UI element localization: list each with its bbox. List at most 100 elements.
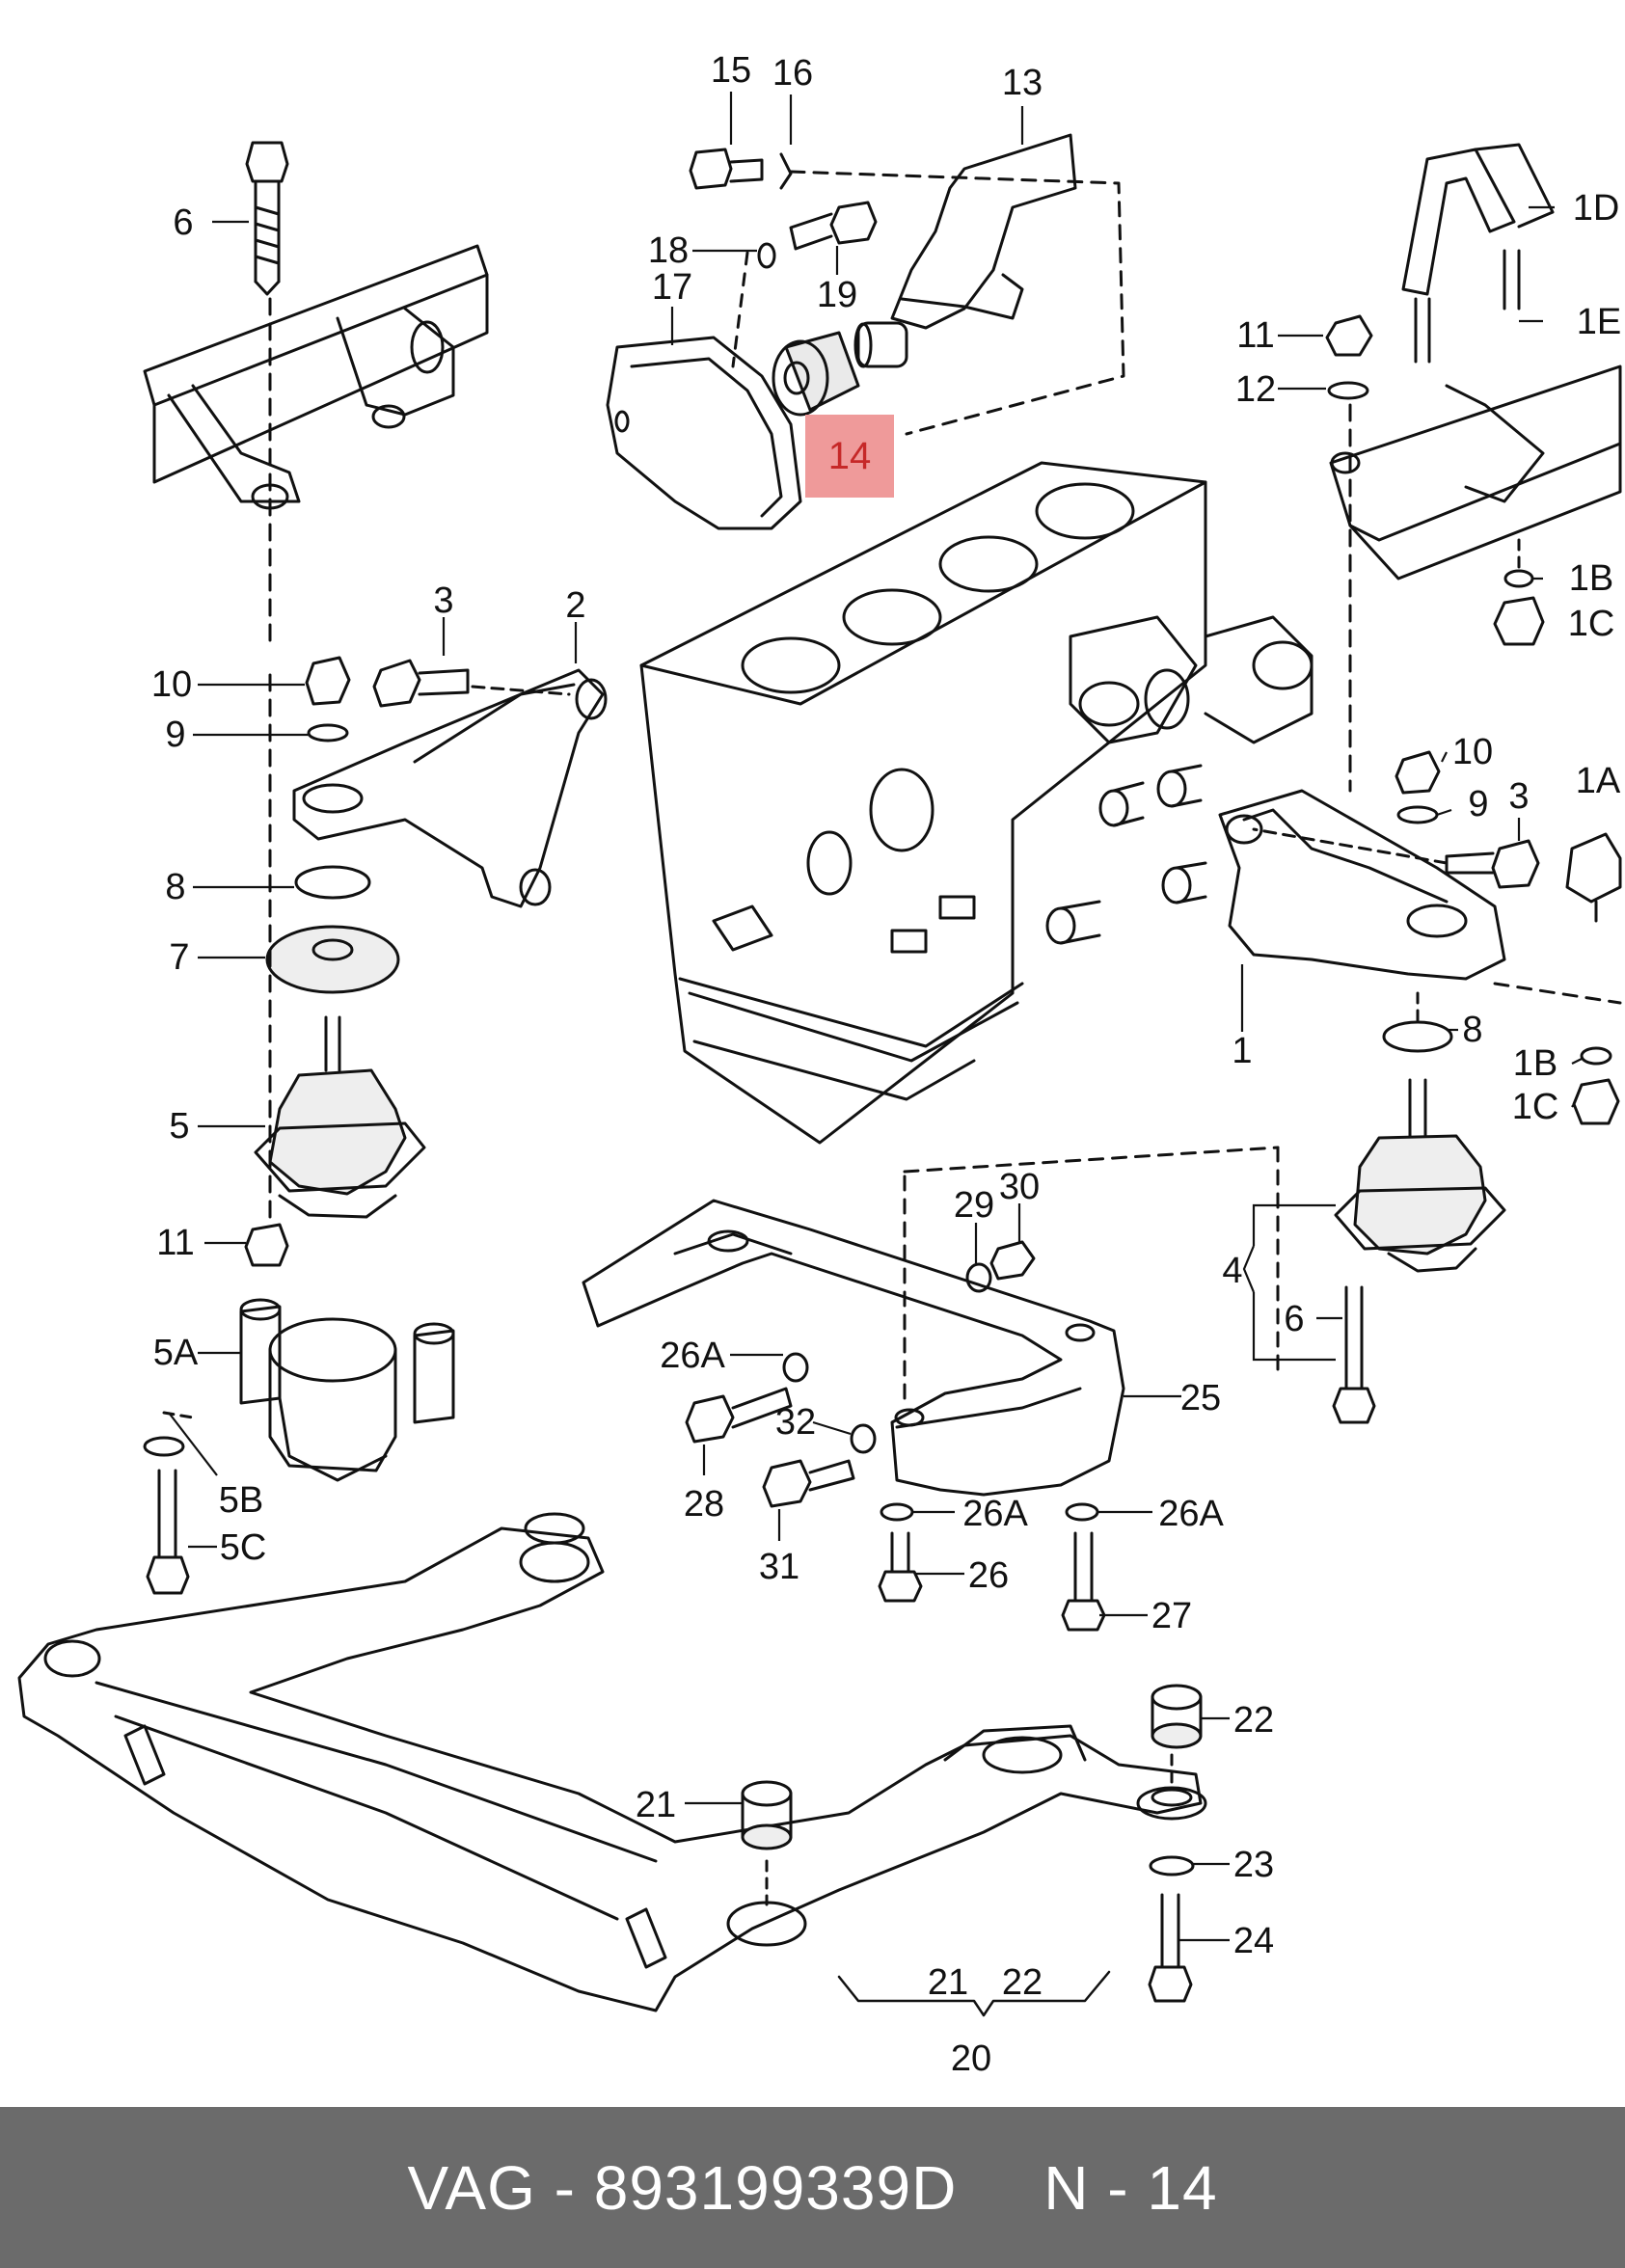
bolt-6-top xyxy=(245,141,289,296)
callout-label-16: 16 xyxy=(772,53,813,94)
callout-label-10: 10 xyxy=(151,664,192,705)
callout-label-26a: 26A xyxy=(1158,1494,1224,1534)
callout-label-31: 31 xyxy=(759,1547,799,1587)
highlight-label-14: 14 xyxy=(828,435,872,477)
washer-9-right xyxy=(1396,805,1439,824)
clip-16 xyxy=(779,152,793,190)
nut-11-left xyxy=(244,1223,289,1267)
callout-label-6: 6 xyxy=(173,202,193,243)
nut-10-left xyxy=(305,656,351,706)
bolt-28 xyxy=(685,1387,793,1444)
part-info-footer: VAG - 893199339D N - 14 xyxy=(0,2107,1625,2268)
callout-label-15: 15 xyxy=(711,50,751,91)
washer-26A-upper xyxy=(782,1352,809,1383)
callout-label-18: 18 xyxy=(648,230,689,271)
callout-leader-lines xyxy=(168,92,1583,1942)
bushing-21 xyxy=(741,1780,793,1850)
callout-label-5b: 5B xyxy=(219,1480,263,1521)
engine-parts-linework xyxy=(17,133,1622,2017)
bolt-3-right xyxy=(1252,827,1540,889)
bolt-27 xyxy=(1061,1531,1106,1632)
washer-1B-top xyxy=(1503,569,1534,588)
bracket-1D xyxy=(1401,143,1555,296)
callout-label-27: 27 xyxy=(1151,1596,1192,1636)
callout-label-11: 11 xyxy=(156,1223,194,1263)
callout-label-19: 19 xyxy=(817,275,857,315)
engine-mount-exploded-view: 14 15161361819171D111E121B1C3210910931A8… xyxy=(17,50,1622,2079)
callout-label-26a: 26A xyxy=(660,1336,725,1376)
subframe-20 xyxy=(17,1512,1203,2012)
callout-label-3: 3 xyxy=(1508,776,1529,817)
washer-23 xyxy=(1149,1855,1195,1876)
diagram-reference: N - 14 xyxy=(1043,2152,1218,2223)
bolt-31 xyxy=(762,1459,855,1508)
washer-8-left xyxy=(294,865,371,900)
callout-label-24: 24 xyxy=(1233,1921,1274,1961)
callout-label-1: 1 xyxy=(1232,1031,1252,1071)
nut-30 xyxy=(989,1240,1036,1281)
bolt-in-bracket xyxy=(1414,297,1431,364)
bolt-6-right xyxy=(1332,1285,1376,1424)
nut-1C-top xyxy=(1493,596,1545,646)
callout-label-6: 6 xyxy=(1284,1299,1304,1339)
plate-7 xyxy=(265,925,400,994)
callout-label-1d: 1D xyxy=(1573,188,1620,229)
engine-mount-4 xyxy=(1334,1078,1506,1273)
callout-label-8: 8 xyxy=(165,867,185,907)
engine-bracket-1 xyxy=(1218,789,1506,981)
nut-11-top xyxy=(1325,314,1373,357)
washer-12 xyxy=(1327,381,1369,400)
callout-label-1e: 1E xyxy=(1577,302,1621,342)
bolt-5C xyxy=(146,1469,190,1595)
bushings-right xyxy=(1045,764,1207,945)
callout-label-5: 5 xyxy=(169,1106,189,1147)
left-chassis-member xyxy=(143,244,489,510)
bolt-3-left xyxy=(372,659,571,708)
callout-label-28: 28 xyxy=(684,1484,724,1525)
callout-label-20: 20 xyxy=(951,2038,991,2079)
part-number: 893199339D xyxy=(593,2152,958,2223)
nut-10-right xyxy=(1395,750,1441,795)
callout-label-25: 25 xyxy=(1180,1378,1221,1418)
callout-label-9: 9 xyxy=(1468,784,1488,824)
callout-label-5c: 5C xyxy=(220,1527,267,1568)
callout-label-17: 17 xyxy=(652,267,692,308)
bolt-1E xyxy=(1503,249,1521,310)
right-chassis-member xyxy=(1329,364,1622,580)
callout-label-5a: 5A xyxy=(153,1333,199,1373)
bracket-20-left xyxy=(837,1970,1111,2017)
callout-label-12: 12 xyxy=(1235,369,1276,410)
washer-29 xyxy=(965,1262,992,1293)
bushing-22-lower xyxy=(1136,1786,1207,1821)
bushing-22-upper xyxy=(1151,1684,1203,1749)
callout-label-1b: 1B xyxy=(1513,1043,1557,1084)
callout-label-3: 3 xyxy=(433,580,453,621)
callout-label-2: 2 xyxy=(565,585,585,626)
washer-9-left xyxy=(307,723,349,742)
callout-label-21: 21 xyxy=(636,1785,676,1825)
callout-label-8: 8 xyxy=(1462,1010,1482,1050)
engine-block xyxy=(639,461,1314,1145)
callout-label-21: 21 xyxy=(928,1962,968,2003)
engine-bracket-2 xyxy=(292,668,608,908)
callout-label-10: 10 xyxy=(1452,732,1493,772)
washer-1B-right xyxy=(1580,1046,1612,1066)
gearbox-support-13 xyxy=(853,133,1077,368)
callout-label-9: 9 xyxy=(165,715,185,755)
nut-1C-right xyxy=(1572,1078,1620,1125)
callout-label-23: 23 xyxy=(1233,1845,1274,1885)
crossmember-25 xyxy=(582,1199,1125,1497)
callout-label-1c: 1C xyxy=(1512,1087,1559,1127)
callout-label-22: 22 xyxy=(1233,1700,1274,1741)
separator-dash: - xyxy=(554,2152,576,2223)
cover-17 xyxy=(606,336,802,530)
bolt-15 xyxy=(689,148,764,190)
callout-label-13: 13 xyxy=(1002,63,1043,103)
callout-label-1b: 1B xyxy=(1569,558,1613,599)
callout-label-30: 30 xyxy=(999,1167,1040,1207)
washer-18 xyxy=(757,242,776,269)
highlight-box-14 xyxy=(805,415,894,498)
bolt-26 xyxy=(878,1531,923,1603)
